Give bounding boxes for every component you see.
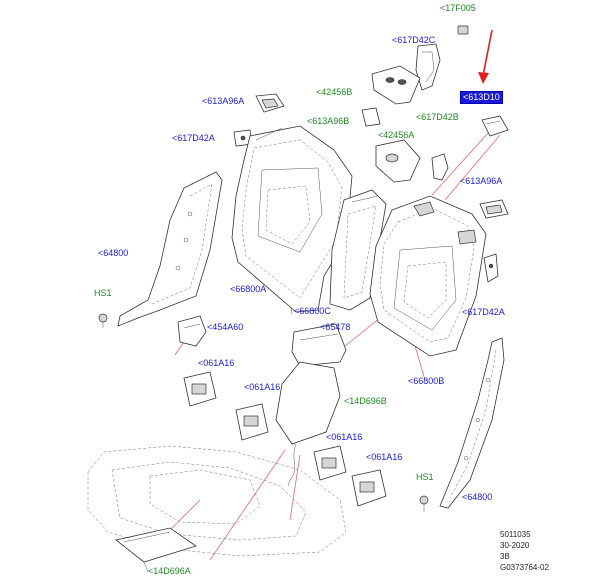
label-42456a[interactable]: <42456A	[378, 130, 415, 140]
label-66800a[interactable]: <66800A	[230, 284, 267, 294]
clip-613a96a-right	[479, 199, 509, 219]
bolster-64800-left	[117, 171, 223, 327]
seatback-66800b	[369, 195, 487, 357]
label-613a96a-right[interactable]: <613A96A	[460, 176, 503, 186]
label-hs1-left[interactable]: HS1	[94, 288, 112, 298]
guide-42456b	[371, 65, 421, 105]
bolster-64800-right	[439, 337, 505, 509]
hinge-061a16-d	[351, 469, 387, 507]
clip-613a96a-top	[255, 93, 285, 113]
clip-617d42a-right	[483, 253, 499, 283]
label-061a16-c[interactable]: <061A16	[326, 432, 363, 442]
label-061a16-b[interactable]: <061A16	[244, 382, 281, 392]
label-613a96b[interactable]: <613A96B	[307, 116, 350, 126]
heater-mat-14d696a	[115, 527, 197, 573]
reference-line-3: 3B	[500, 552, 510, 561]
label-66800c[interactable]: <66800C	[294, 306, 331, 316]
label-061a16-a[interactable]: <061A16	[198, 358, 235, 368]
label-64800-right[interactable]: <64800	[462, 492, 493, 502]
label-613d10[interactable]: <613D10	[460, 91, 503, 104]
guide-42456a	[375, 139, 421, 183]
hinge-061a16-b	[235, 403, 269, 441]
seat-cushion	[87, 445, 347, 557]
label-617d42a-left[interactable]: <617D42A	[172, 133, 215, 143]
hinge-061a16-a	[183, 371, 217, 407]
label-42456b[interactable]: <42456B	[316, 87, 353, 97]
hinge-061a16-c	[313, 445, 347, 481]
screw-hs1-left	[98, 313, 108, 328]
cap-613d10	[481, 115, 509, 137]
label-hs1-right[interactable]: HS1	[416, 472, 434, 482]
label-617d42c[interactable]: <617D42C	[392, 35, 436, 45]
label-061a16-d[interactable]: <061A16	[366, 452, 403, 462]
bracket-454a60	[177, 315, 207, 347]
label-65478[interactable]: <65478	[320, 322, 351, 332]
clip-17f005	[457, 25, 469, 35]
label-613a96a-top[interactable]: <613A96A	[202, 96, 245, 106]
label-14d696a[interactable]: <14D696A	[148, 566, 191, 576]
label-66800b[interactable]: <66800B	[408, 376, 445, 386]
clip-613a96b	[361, 107, 381, 127]
seatback-66800a	[231, 125, 353, 313]
label-454a60[interactable]: <454A60	[207, 322, 244, 332]
label-14d696b[interactable]: <14D696B	[344, 396, 387, 406]
label-617d42a-right[interactable]: <617D42A	[462, 307, 505, 317]
clip-617d42b	[431, 153, 449, 181]
red-arrow-icon	[478, 29, 493, 84]
label-64800-left[interactable]: <64800	[98, 248, 129, 258]
heater-mat-14d696b	[275, 361, 341, 487]
label-617d42b[interactable]: <617D42B	[416, 112, 459, 122]
screw-hs1-right	[419, 495, 429, 512]
reference-line-1: 5011035	[500, 530, 531, 539]
bracket-617d42c	[415, 43, 441, 91]
reference-line-2: 30-2020	[500, 541, 530, 550]
storage-65478	[291, 323, 347, 367]
label-17f005[interactable]: <17F005	[440, 3, 476, 13]
reference-line-4: G0373764-02	[500, 563, 549, 572]
